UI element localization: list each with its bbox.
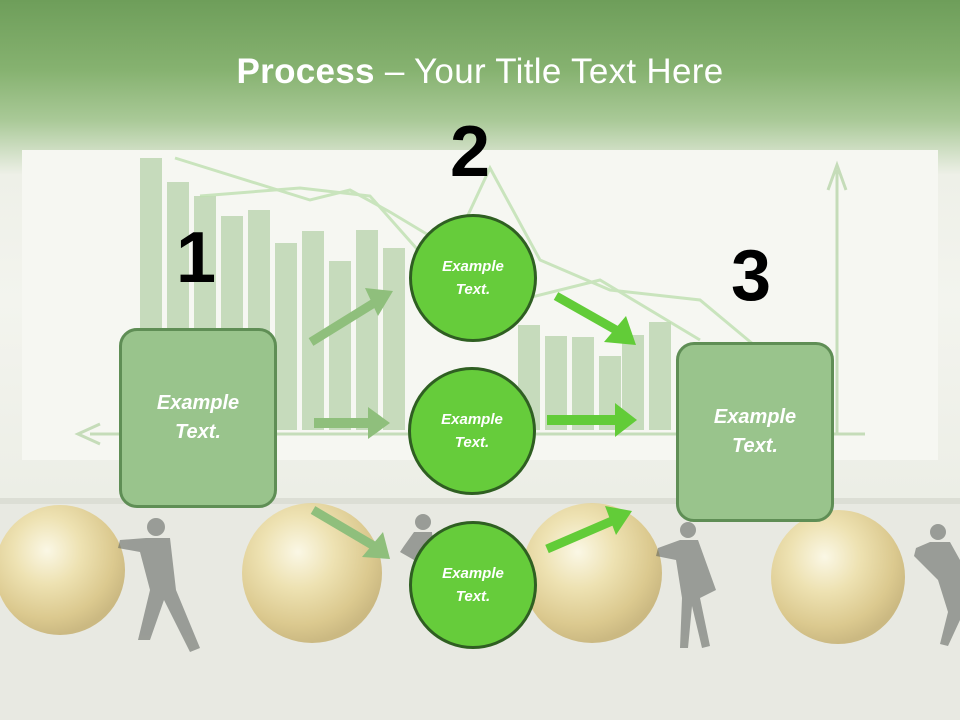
circle-middle[interactable]: Example Text. xyxy=(408,367,536,495)
circle-bottom[interactable]: Example Text. xyxy=(409,521,537,649)
slide-title: Process – Your Title Text Here xyxy=(0,52,960,92)
arrow-right-icon xyxy=(545,506,632,554)
arrow-right-icon xyxy=(553,292,636,345)
arrow-right-icon xyxy=(308,288,393,346)
circle-top-text: Example Text. xyxy=(442,258,504,298)
circle-middle-text: Example Text. xyxy=(441,411,503,451)
step-number-2: 2 xyxy=(450,112,491,192)
step-3-box[interactable]: Example Text. xyxy=(676,342,834,522)
step-number-3: 3 xyxy=(731,236,772,316)
title-bold: Process xyxy=(236,52,375,91)
step-1-box[interactable]: Example Text. xyxy=(119,328,277,508)
arrow-right-icon xyxy=(310,506,390,559)
title-rest: – Your Title Text Here xyxy=(374,52,724,91)
step-number-1: 1 xyxy=(176,218,217,298)
arrow-right-icon xyxy=(314,407,390,439)
step-1-text: Example Text. xyxy=(156,392,240,443)
step-3-text: Example Text. xyxy=(713,406,797,457)
arrow-right-icon xyxy=(547,403,637,437)
circle-top[interactable]: Example Text. xyxy=(409,214,537,342)
circle-bottom-text: Example Text. xyxy=(442,565,504,605)
golden-spheres xyxy=(0,503,905,644)
